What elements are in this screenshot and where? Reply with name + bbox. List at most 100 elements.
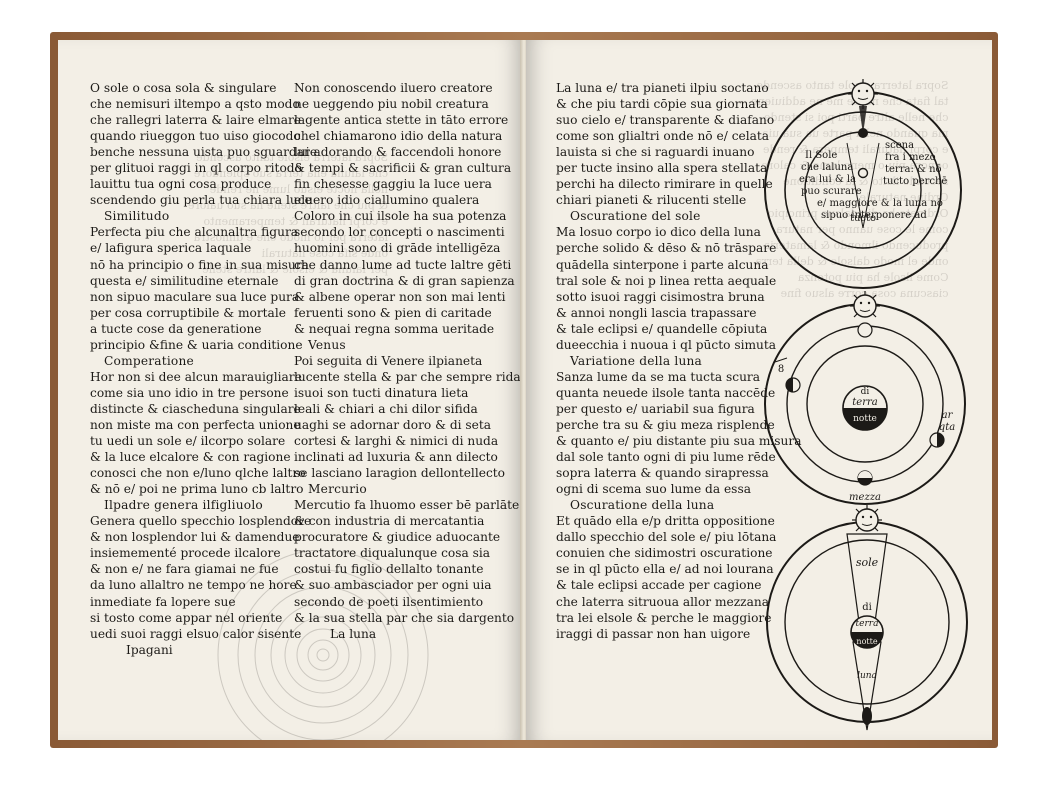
caption-line: e/ maggiore & la luna nō: [817, 198, 943, 209]
verse-line: Sanza lume da se ma tucta scura: [556, 369, 761, 384]
verse-line: inclinati ad luxuria & ann dilecto: [294, 450, 498, 465]
verse-line: feruenti sono & pien di caritade: [294, 305, 492, 320]
mezza-label: mezza: [849, 492, 881, 503]
verse-line: come sia uno idio in tre persone: [90, 385, 289, 400]
verse-line: quādella sinterpone i parte alcuna: [556, 257, 769, 272]
verse-line: eluero idio ciallumino qualera: [294, 193, 480, 208]
verse-line: costui fu figlio dellalto tonante: [294, 562, 484, 577]
verse-line: & nequai regna somma ueritade: [294, 321, 495, 336]
verse-line: chel chiamarono idio della natura: [294, 129, 503, 144]
right-page-column-1: La luna e/ tra pianeti ilpiu soctano & ch…: [556, 80, 801, 642]
verse-line: perchi ha dilecto rimirare in quelle: [556, 177, 773, 192]
verse-line: lauittu tua ogni cosa produce: [90, 177, 272, 192]
section-heading: Venus: [308, 337, 346, 352]
verse-line: per questo e/ uariabil sua figura: [556, 401, 755, 416]
verse-line: conuien che sidimostri oscuratione: [556, 546, 773, 561]
verse-line: nō ha principio o fine in sua misura: [90, 257, 309, 272]
verse-line: lauista si che si raguardi inuano: [556, 145, 755, 160]
caption-line: tucto perchē: [883, 176, 947, 187]
verse-line: che danno lume ad tucte laltre gēti: [294, 257, 512, 272]
section-heading: Oscuratione della luna: [570, 498, 715, 513]
moon-new-icon: [857, 470, 873, 486]
verse-line: & che piu tardi cōpie sua giornata: [556, 97, 768, 112]
verse-line: insiemementé procede ilcalore: [90, 546, 281, 561]
verse-line: Perfecta piu che alcunaltra figura: [90, 225, 299, 240]
verse-line: lucente stella & par che sempre rida: [294, 369, 521, 384]
verse-line: benche nessuna uista puo sguardare: [90, 145, 318, 160]
verse-line: La luna e/ tra pianeti ilpiu soctano: [556, 81, 769, 95]
verse-line: quanta neuede ilsole tanta naccēde: [556, 385, 776, 400]
verse-line: ne ueggendo piu nobil creatura: [294, 97, 489, 112]
verse-line: & suo ambasciador per ogni uia: [294, 578, 492, 593]
verse-line: perche solido & dēso & nō trāspare: [556, 241, 777, 256]
verse-line: tral sole & noi p linea retta aequale: [556, 273, 777, 288]
verse-line: e/ lafigura sperica laquale: [90, 241, 252, 256]
moon-phases-diagram: di terra notte mezza ar qta 8: [764, 291, 966, 505]
verse-line: & tale eclipsi e/ quandelle cōpiuta: [556, 321, 768, 336]
verse-line: uedi suoi raggi elsuo calor sisente: [90, 626, 302, 641]
verse-line: & la sua stella par che sia dargento: [294, 610, 515, 625]
sun-face-icon: [848, 79, 878, 109]
verse-line: leali & chiari a chi dilor sifida: [294, 401, 478, 416]
verse-line: che nemisuri iltempo a qsto modo: [90, 97, 300, 112]
section-heading: Comperatione: [104, 353, 194, 368]
verse-line: per tucte insino alla spera stellata: [556, 161, 768, 176]
verse-line: se lasciano laragion dellontellecto: [294, 466, 506, 481]
verse-line: Ma losuo corpo io dico della luna: [556, 225, 761, 240]
verse-line: sopra laterra & quando sirapressa: [556, 466, 769, 481]
verse-line: & nō e/ poi ne prima luno cb laltro: [90, 482, 304, 497]
caption-line: sipuo interponere ad: [821, 210, 927, 221]
verse-line: tractatore diqualunque cosa sia: [294, 546, 491, 561]
verse-line: isuoi son tucti dinatura lieta: [294, 385, 469, 400]
verse-line: che rallegri laterra & laire elmare: [90, 113, 301, 128]
verse-line: cortesi & larghi & nimici di nuda: [294, 434, 499, 449]
earth-icon: [857, 167, 869, 179]
verse-line: & tempi & sacrificii & gran cultura: [294, 161, 512, 176]
verse-line: & con industria di mercatantia: [294, 514, 485, 529]
caption-line: fra i mezo: [885, 152, 936, 163]
verse-line: principio &fine & uaria conditione: [90, 337, 303, 352]
verse-line: da luno allaltro ne tempo ne hore: [90, 578, 297, 593]
verse-line: & la luce elcalore & con ragione: [90, 450, 291, 465]
verse-line: dueecchia i nuoua i ql pūcto simuta: [556, 337, 777, 352]
caption-line: terra: & nō: [885, 164, 942, 175]
moon-quarter-right-icon: [929, 432, 945, 448]
book-gutter: [520, 40, 528, 740]
verse-line: non sipuo maculare sua luce pura: [90, 289, 300, 304]
verse-line: & non losplendor lui & damendue: [90, 530, 300, 545]
verse-line: se in ql pūcto ella e/ ad noi lourana: [556, 562, 774, 577]
verse-line: che laterra sitruoua allor mezzana: [556, 594, 769, 609]
verse-line: per glituoi raggi in ql corpo ritodo: [90, 161, 302, 176]
verse-line: lui adorando & faccendoli honore: [294, 145, 502, 160]
notte-label: notte: [853, 414, 877, 424]
di-label: di: [861, 387, 870, 397]
verse-line: O sole o cosa sola & singulare: [90, 81, 277, 95]
verse-line: Non conoscendo iluero creatore: [294, 81, 493, 95]
verse-line: iraggi di passar non han uigore: [556, 626, 751, 641]
verse-line: & quanto e/ piu distante piu sua misura: [556, 434, 802, 449]
verse-line: huomini sono di grāde intelligēza: [294, 241, 501, 256]
sun-face-icon: [852, 505, 882, 532]
caption-line: era lui & la: [799, 174, 856, 185]
verse-line: dallo specchio del sole e/ piu lōtana: [556, 530, 777, 545]
verse-line: lagente antica stette in tāto errore: [294, 113, 509, 128]
verse-line: & albene operar non son mai lenti: [294, 289, 506, 304]
verse-line: sotto isuoi raggi cisimostra bruna: [556, 289, 765, 304]
terra-label: terra: [852, 397, 877, 408]
section-heading: Similitudo: [104, 209, 170, 224]
section-heading: Oscuratione del sole: [570, 209, 701, 224]
luna-label: luna: [857, 671, 877, 681]
verse-line: secondo lor concepti o nascimenti: [294, 225, 505, 240]
earth-day-night-icon: [850, 615, 884, 649]
earth-day-night-icon: [842, 385, 888, 431]
verse-line: si tosto come appar nel oriente: [90, 610, 283, 625]
verse-line: conosci che non e/luno qlche laltro: [90, 466, 306, 481]
show-through-circles-diagram: [217, 550, 429, 740]
caption-line: Il Sole: [805, 150, 837, 161]
verse-line: a tucte cose da generatione: [90, 321, 262, 336]
